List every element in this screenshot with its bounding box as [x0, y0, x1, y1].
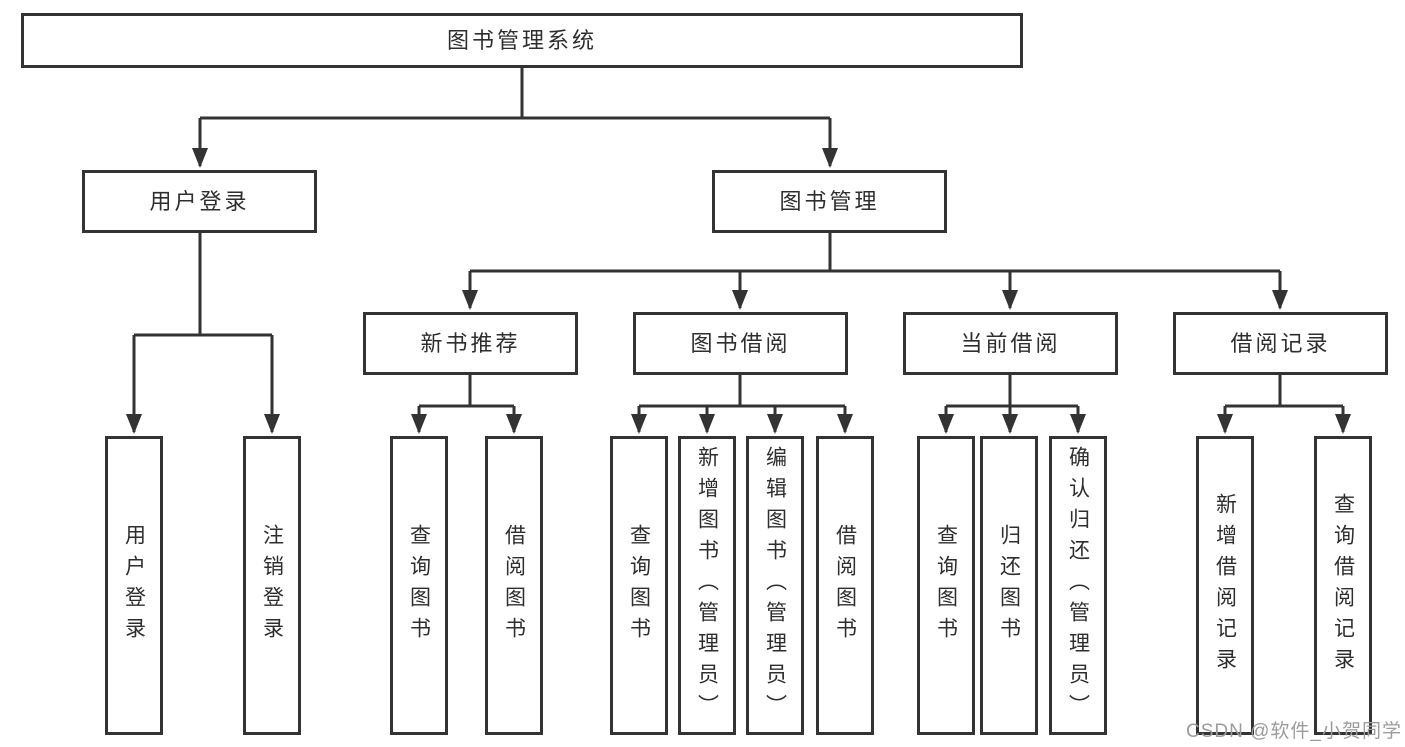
leaf-query-books-current: 查询图书: [917, 436, 975, 735]
connector-root-to-level2: [192, 68, 838, 168]
connector-user-login-children: [126, 233, 280, 434]
leaf-query-books-current-label: 查询图书: [934, 523, 958, 648]
connector-book-management-children: [462, 233, 1288, 310]
leaf-query-borrow-record-label: 查询借阅记录: [1331, 492, 1355, 679]
leaf-borrow-books-borrowing-label: 借阅图书: [833, 523, 857, 648]
leaf-query-books-recommend-label: 查询图书: [407, 523, 431, 648]
node-book-management: 图书管理: [712, 170, 947, 233]
node-borrowing-records: 借阅记录: [1173, 312, 1388, 375]
leaf-return-books: 归还图书: [980, 436, 1038, 735]
leaf-query-books-recommend: 查询图书: [390, 436, 448, 735]
node-book-borrowing: 图书借阅: [633, 312, 848, 375]
leaf-confirm-return-admin: 确认归还（管理员）: [1049, 436, 1107, 735]
leaf-confirm-return-admin-label: 确认归还（管理员）: [1066, 446, 1090, 725]
leaf-logout-label: 注销登录: [260, 523, 284, 648]
node-root-library-management-system: 图书管理系统: [21, 13, 1023, 68]
leaf-edit-book-admin: 编辑图书（管理员）: [746, 436, 804, 735]
leaf-add-book-admin-label: 新增图书（管理员）: [695, 446, 719, 725]
leaf-query-books-borrowing-label: 查询图书: [627, 523, 651, 648]
leaf-borrow-books-recommend: 借阅图书: [485, 436, 543, 735]
connector-borrowing-records-children: [1217, 375, 1351, 434]
leaf-add-book-admin: 新增图书（管理员）: [678, 436, 736, 735]
node-user-login: 用户登录: [82, 170, 317, 233]
node-current-borrowing: 当前借阅: [903, 312, 1118, 375]
leaf-logout: 注销登录: [243, 436, 301, 735]
leaf-query-books-borrowing: 查询图书: [610, 436, 668, 735]
leaf-edit-book-admin-label: 编辑图书（管理员）: [763, 446, 787, 725]
leaf-add-borrow-record: 新增借阅记录: [1196, 436, 1254, 735]
node-new-book-recommend: 新书推荐: [363, 312, 578, 375]
leaf-add-borrow-record-label: 新增借阅记录: [1213, 492, 1237, 679]
leaf-query-borrow-record: 查询借阅记录: [1314, 436, 1372, 735]
csdn-watermark: CSDN @软件_小贺同学: [1186, 721, 1402, 742]
connector-current-borrowing-children: [938, 375, 1086, 434]
leaf-user-login-label: 用户登录: [122, 523, 146, 648]
connector-book-borrowing-children: [631, 375, 853, 434]
connector-new-book-recommend-children: [411, 375, 522, 434]
leaf-return-books-label: 归还图书: [997, 523, 1021, 648]
leaf-borrow-books-borrowing: 借阅图书: [816, 436, 874, 735]
leaf-user-login: 用户登录: [105, 436, 163, 735]
leaf-borrow-books-recommend-label: 借阅图书: [502, 523, 526, 648]
